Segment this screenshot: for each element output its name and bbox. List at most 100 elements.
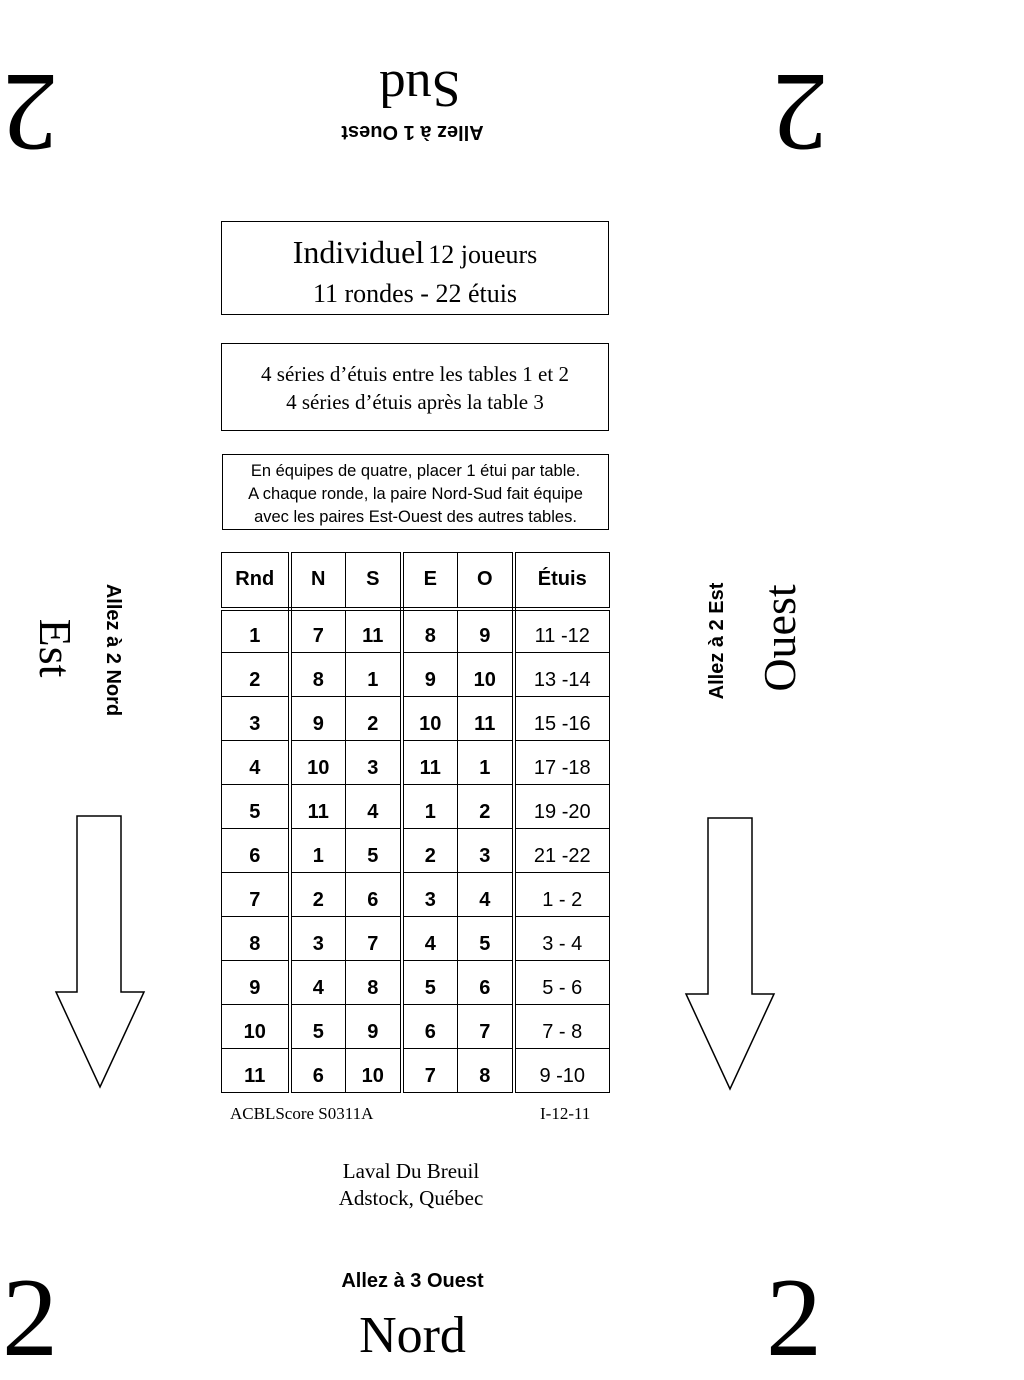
table-cell: 11 [221,1048,292,1093]
table-cell: 5 - 6 [513,960,610,1005]
direction-east-instruction: Allez à 2 Nord [102,583,124,717]
table-cell: 2 [289,872,346,917]
table-cell: 2 [401,828,458,873]
direction-west-instruction: Allez à 2 Est [706,582,728,700]
title-box: Individuel 12 joueurs 11 rondes - 22 étu… [221,221,609,315]
table-cell: 7 [401,1048,458,1093]
table-cell: 1 [401,784,458,829]
table-cell: 3 [221,696,292,741]
author-location: Adstock, Québec [338,1186,484,1210]
direction-west-label: Ouest [754,584,805,692]
table-cell: 17 -18 [513,740,610,785]
author-name: Laval Du Breuil [342,1159,480,1183]
table-cell: 3 - 4 [513,916,610,961]
table-cell: 6 [457,960,516,1005]
table-cell: 6 [221,828,292,873]
table-cell: 7 [345,916,404,961]
table-cell: 19 -20 [513,784,610,829]
table-cell: 9 [401,652,458,697]
team-line-1: En équipes de quatre, placer 1 étui par … [250,462,581,480]
table-cell: 7 [457,1004,516,1049]
table-cell: 9 [457,608,516,653]
table-cell: 9 [345,1004,404,1049]
table-cell: 8 [457,1048,516,1093]
series-box: 4 séries d’étuis entre les tables 1 et 2… [221,343,609,431]
table-cell: 6 [289,1048,346,1093]
table-cell: 11 -12 [513,608,610,653]
table-cell: 8 [345,960,404,1005]
table-cell: 5 [221,784,292,829]
table-cell: 8 [401,608,458,653]
table-cell: 3 [345,740,404,785]
table-cell: 11 [289,784,346,829]
table-cell: 5 [457,916,516,961]
table-cell: 3 [289,916,346,961]
left-down-arrow-icon [54,815,146,1089]
right-down-arrow-icon [684,817,776,1091]
direction-north-instruction: Allez à 3 Ouest [341,1270,484,1292]
header-o: O [457,552,516,611]
table-cell: 5 [289,1004,346,1049]
header-etuis: Étuis [513,552,610,611]
table-cell: 11 [345,608,404,653]
table-cell: 1 [289,828,346,873]
software-version: ACBLScore S0311A [230,1104,374,1123]
title-players: 12 joueurs [428,240,538,269]
table-cell: 3 [457,828,516,873]
table-cell: 2 [221,652,292,697]
table-cell: 13 -14 [513,652,610,697]
table-cell: 5 [345,828,404,873]
table-cell: 10 [221,1004,292,1049]
table-cell: 4 [345,784,404,829]
table-cell: 3 [401,872,458,917]
table-cell: 10 [289,740,346,785]
header-e: E [401,552,458,611]
header-s: S [345,552,404,611]
corner-number-bottom-right: 2 [766,1256,822,1380]
table-cell: 11 [401,740,458,785]
table-cell: 1 [457,740,516,785]
table-cell: 1 - 2 [513,872,610,917]
table-cell: 21 -22 [513,828,610,873]
series-line-1: 4 séries d’étuis entre les tables 1 et 2 [261,362,569,386]
series-line-2: 4 séries d’étuis après la table 3 [286,390,544,414]
table-header-row: Rnd N S E O Étuis [221,552,610,611]
table-cell: 9 [221,960,292,1005]
table-cell: 8 [221,916,292,961]
table-cell: 10 [457,652,516,697]
title-rounds: 11 rondes - 22 étuis [312,279,518,308]
table-cell: 6 [345,872,404,917]
title-main: Individuel [292,234,425,270]
team-line-2: A chaque ronde, la paire Nord-Sud fait é… [248,485,583,503]
corner-number-top-right: 2 [772,50,828,174]
direction-east-label: Est [30,618,81,678]
table-cell: 4 [457,872,516,917]
table-cell: 2 [457,784,516,829]
direction-north-label: Nord [359,1307,466,1364]
table-cell: 1 [345,652,404,697]
table-cell: 10 [345,1048,404,1093]
table-cell: 9 [289,696,346,741]
table-cell: 1 [221,608,292,653]
table-cell: 10 [401,696,458,741]
table-cell: 11 [457,696,516,741]
table-cell: 4 [289,960,346,1005]
table-cell: 5 [401,960,458,1005]
table-cell: 7 [289,608,346,653]
corner-number-bottom-left: 2 [2,1256,58,1380]
table-cell: 7 [221,872,292,917]
table-cell: 2 [345,696,404,741]
table-cell: 9 -10 [513,1048,610,1093]
table-cell: 6 [401,1004,458,1049]
table-cell: 4 [401,916,458,961]
table-cell: 15 -16 [513,696,610,741]
